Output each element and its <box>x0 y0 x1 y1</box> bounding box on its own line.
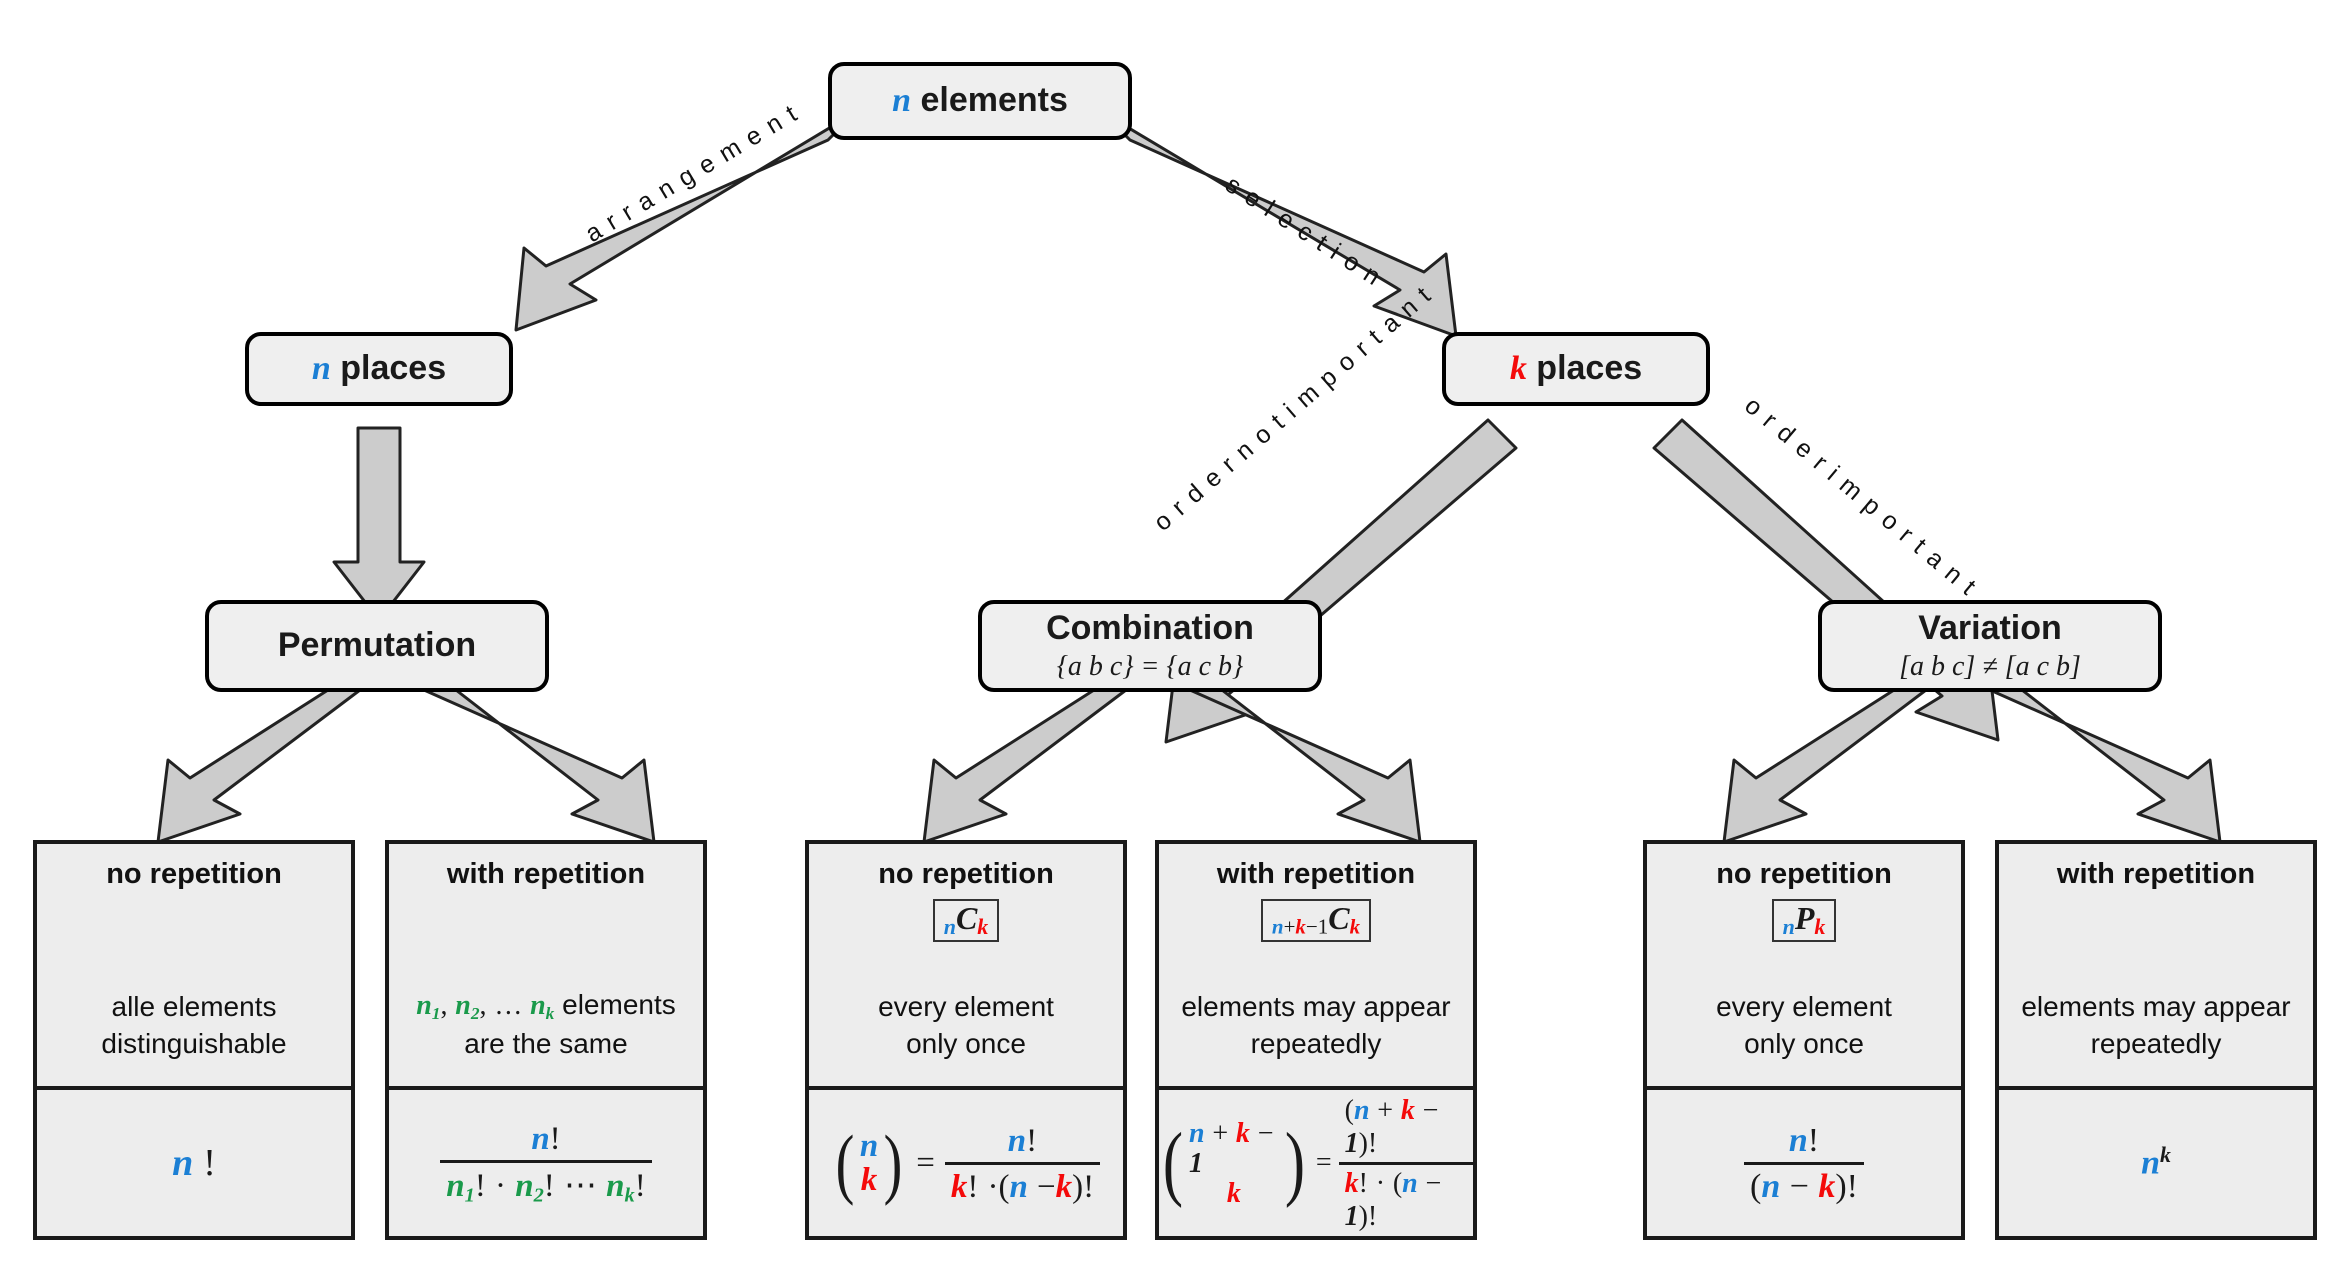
leaf-upper: no repetition alle elements distinguisha… <box>37 844 351 1086</box>
formula-var-n: n <box>172 1142 194 1184</box>
node-variation-label: Variation <box>1918 608 2062 647</box>
node-combination-label: Combination <box>1046 608 1254 647</box>
leaf-notation-npk1Ck: n+k−1Ck <box>1260 899 1372 942</box>
leaf-header: no repetition <box>878 858 1054 890</box>
leaf-notation-nPk: nPk <box>1771 899 1837 942</box>
node-permutation[interactable]: Permutation <box>205 600 549 692</box>
leaf-notation-nCk: nCk <box>932 899 1000 942</box>
leaf-variation-no-repetition[interactable]: no repetition nPk every element only onc… <box>1643 840 1965 1240</box>
leaf-description: every element only once <box>878 991 1054 1059</box>
leaf-header: with repetition <box>446 858 646 890</box>
node-combination[interactable]: Combination {a b c} = {a c b} <box>978 600 1322 692</box>
leaf-upper: with repetition n+k−1Ck elements may app… <box>1159 844 1473 1086</box>
leaf-permutation-no-repetition[interactable]: no repetition alle elements distinguisha… <box>33 840 355 1240</box>
node-combination-note: {a b c} = {a c b} <box>1056 650 1244 682</box>
node-variation[interactable]: Variation [a b c] ≠ [a c b] <box>1818 600 2162 692</box>
node-n-places-label: n places <box>311 349 447 388</box>
leaf-header: with repetition <box>2056 858 2256 890</box>
leaf-upper: with repetition elements may appear repe… <box>1999 844 2313 1086</box>
leaf-header: with repetition <box>1216 858 1416 890</box>
leaf-header: no repetition <box>1716 858 1892 890</box>
node-permutation-label: Permutation <box>277 626 477 665</box>
leaf-permutation-with-repetition[interactable]: with repetition n1, n2, … nk elements ar… <box>385 840 707 1240</box>
leaf-formula: n! n1! · n2! ⋯ nk! <box>389 1086 703 1236</box>
leaf-header: no repetition <box>106 858 282 890</box>
leaf-formula: nk <box>1999 1086 2313 1236</box>
leaf-description: elements may appear repeatedly <box>2021 991 2291 1059</box>
leaf-variation-with-repetition[interactable]: with repetition elements may appear repe… <box>1995 840 2317 1240</box>
leaf-formula: ( n k ) = n! k! ·(n −k)! <box>809 1086 1123 1236</box>
leaf-upper: no repetition nPk every element only onc… <box>1647 844 1961 1086</box>
leaf-combination-with-repetition[interactable]: with repetition n+k−1Ck elements may app… <box>1155 840 1477 1240</box>
leaf-formula: ( n + k − 1 k ) = (n + k − 1)! k! · (n −… <box>1159 1086 1473 1236</box>
node-variation-note: [a b c] ≠ [a c b] <box>1899 650 2081 682</box>
leaf-formula: n! <box>37 1086 351 1236</box>
node-n-places[interactable]: n places <box>245 332 513 406</box>
leaf-upper: no repetition nCk every element only onc… <box>809 844 1123 1086</box>
node-n-elements-label: n elements <box>892 81 1068 120</box>
leaf-upper: with repetition n1, n2, … nk elements ar… <box>389 844 703 1086</box>
leaf-formula: n! (n − k)! <box>1647 1086 1961 1236</box>
node-n-elements[interactable]: n elements <box>828 62 1132 140</box>
leaf-description: alle elements distinguishable <box>101 991 287 1059</box>
node-k-places[interactable]: k places <box>1442 332 1710 406</box>
leaf-combination-no-repetition[interactable]: no repetition nCk every element only onc… <box>805 840 1127 1240</box>
leaf-description: elements may appear repeatedly <box>1181 991 1451 1059</box>
leaf-description: every element only once <box>1716 991 1892 1059</box>
leaf-description-line1: n1, n2, … nk elements <box>416 989 676 1024</box>
leaf-description: n1, n2, … nk elements are the same <box>416 989 676 1059</box>
node-k-places-label: k places <box>1509 349 1643 388</box>
